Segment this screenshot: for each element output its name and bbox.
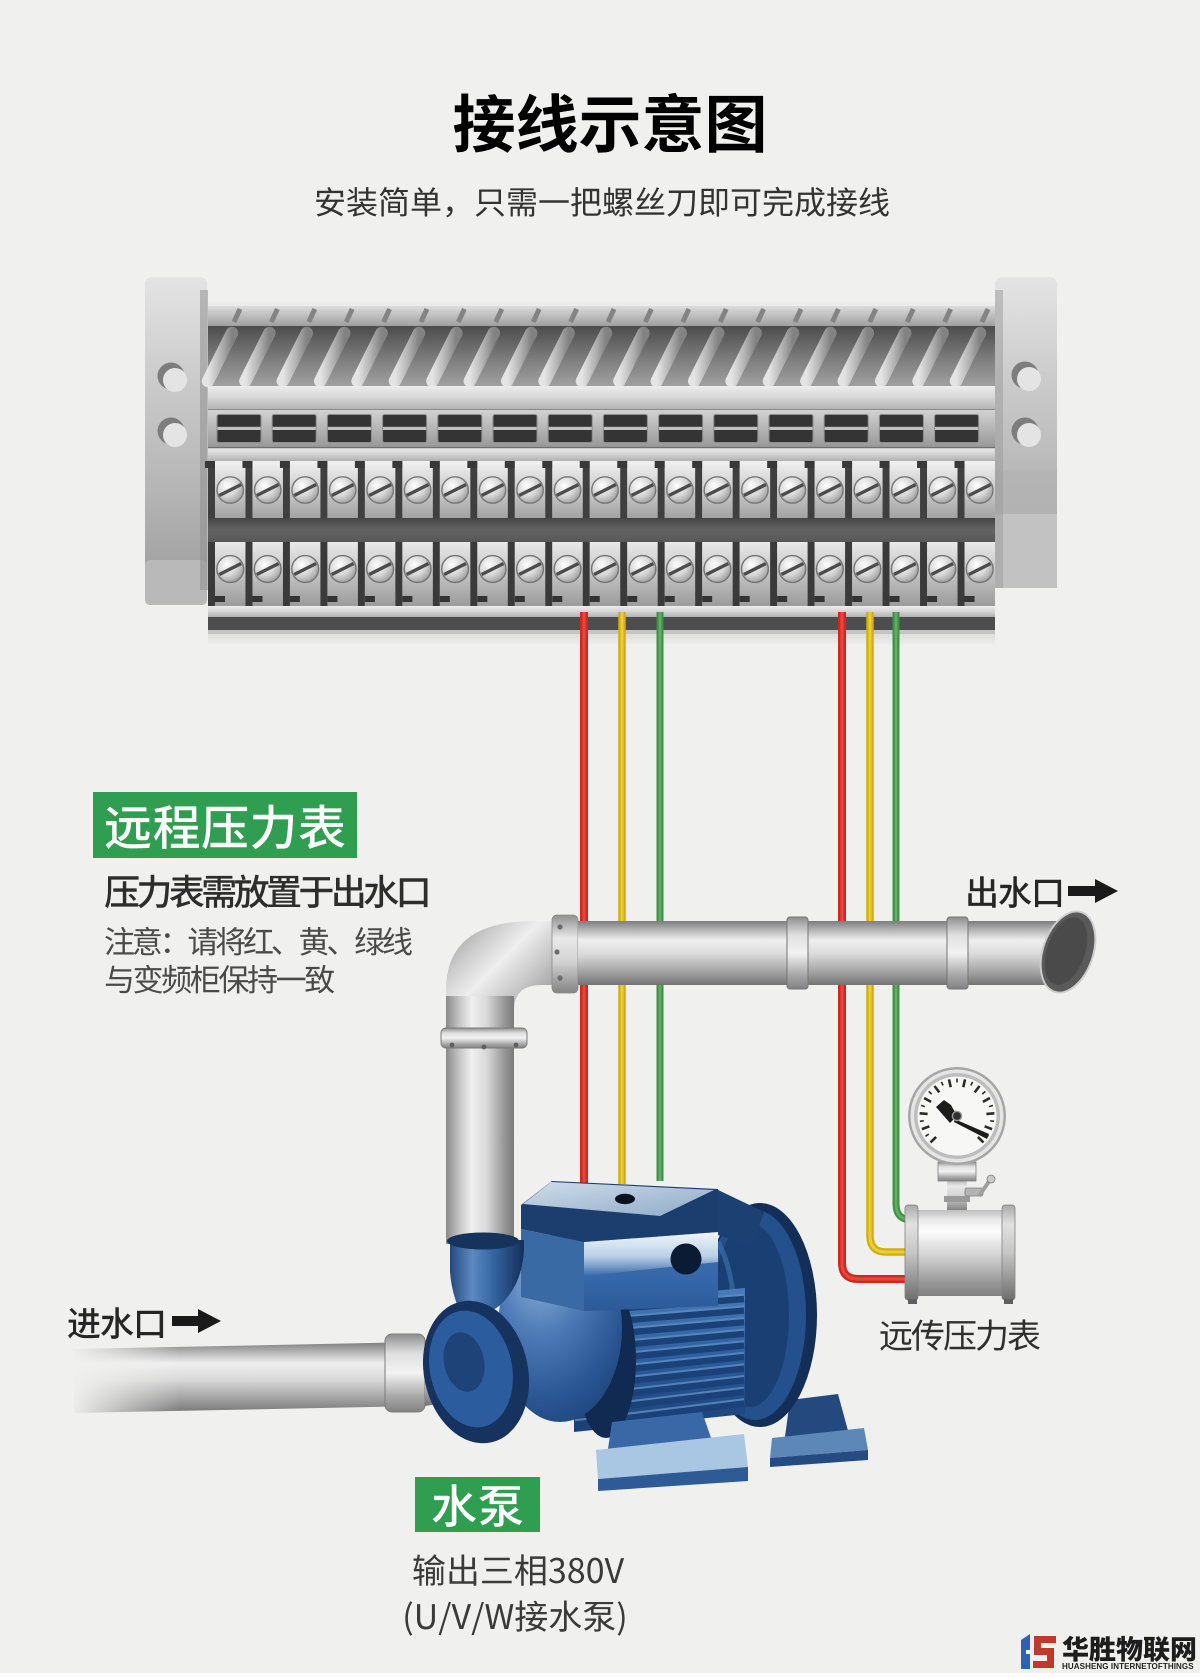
svg-text:HUASHENG INTERNETOFTHINGS: HUASHENG INTERNETOFTHINGS [1062, 1662, 1194, 1671]
